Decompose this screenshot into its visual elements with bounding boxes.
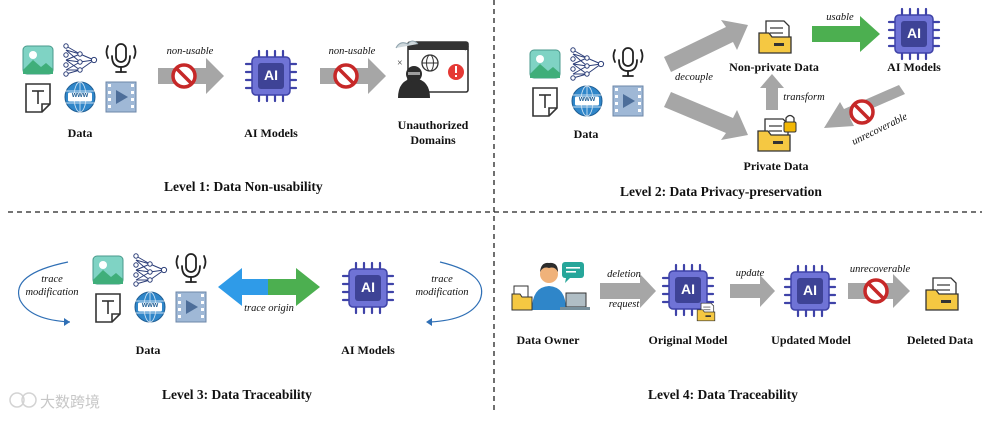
p1-unauth-label-1: Unauthorized (397, 118, 469, 132)
p3-trace-mod-left-1: trace (41, 274, 63, 285)
p4-unrecoverable-arrow (848, 274, 910, 308)
p3-models-label: AI Models (341, 343, 395, 357)
svg-text:×: × (464, 44, 470, 55)
p1-unauthorized-icon: × × (395, 40, 470, 98)
p2-models-label: AI Models (887, 60, 941, 74)
globe-www-text: www (578, 96, 596, 103)
p2-title: Level 2: Data Privacy-preservation (620, 184, 822, 199)
p4-deletion-arrow (600, 274, 656, 308)
chip-text: AI (803, 282, 817, 298)
p4-owner-icon (511, 262, 590, 311)
p2-unrecoverable-arrow (824, 85, 905, 128)
p4-update-label: update (735, 268, 765, 279)
p2-nonprivate-label: Non-private Data (729, 60, 819, 74)
p4-original-label: Original Model (648, 333, 728, 347)
p1-unauth-label-2: Domains (410, 133, 456, 147)
p3-data-icons (92, 253, 207, 323)
globe-www-text: www (71, 92, 89, 99)
p3-trace-origin-label: trace origin (244, 303, 294, 314)
p4-deletion-label-2: request (608, 299, 640, 310)
globe-www-text: www (141, 302, 159, 309)
p4-updated-label: Updated Model (771, 333, 851, 347)
p1-models-label: AI Models (244, 126, 298, 140)
p3-trace-mod-right-2: modification (415, 287, 469, 298)
p3-trace-mod-right-1: trace (431, 274, 453, 285)
p2-private-label: Private Data (743, 159, 809, 173)
p3-trace-mod-left-2: modification (25, 287, 79, 298)
chip-text: AI (681, 281, 695, 297)
p2-private-icon (757, 114, 797, 152)
p1-arrow1-label: non-usable (166, 46, 214, 57)
p2-nonprivate-icon (758, 20, 792, 54)
p2-data-icons (529, 47, 644, 117)
watermark-text: 大数跨境 (40, 393, 101, 411)
chip-text: AI (907, 25, 921, 41)
p4-owner-label: Data Owner (516, 333, 580, 347)
p3-right-curve (426, 261, 483, 326)
p3-left-curve (18, 261, 71, 326)
p1-title: Level 1: Data Non-usability (164, 179, 323, 194)
p2-usable-label: usable (826, 12, 854, 23)
p1-data-label: Data (67, 126, 93, 140)
p3-trace-arrows (218, 268, 320, 306)
p2-data-label: Data (573, 127, 599, 141)
p2-transform-arrow (760, 74, 784, 110)
p1-arrow-1 (158, 58, 224, 94)
p4-unrecoverable-label: unrecoverable (849, 264, 911, 275)
p4-deleted-icon (925, 277, 959, 311)
p1-arrow2-label: non-usable (328, 46, 376, 57)
p2-decouple-label: decouple (675, 72, 713, 83)
p3-data-label: Data (135, 343, 161, 357)
p1-arrow-2 (320, 58, 386, 94)
p4-update-arrow (730, 275, 775, 307)
p2-usable-arrow (812, 16, 880, 52)
p3-title: Level 3: Data Traceability (162, 387, 312, 402)
p4-deletion-label-1: deletion (607, 269, 641, 280)
svg-text:×: × (397, 58, 403, 69)
p2-transform-label: transform (783, 92, 825, 103)
p2-decouple-arrow-up (664, 20, 748, 72)
p1-data-icons (22, 43, 137, 113)
watermark-logo (9, 392, 37, 408)
chip-text: AI (361, 279, 375, 295)
p4-deleted-label: Deleted Data (906, 333, 974, 347)
chip-text: AI (264, 67, 278, 83)
p4-title: Level 4: Data Traceability (648, 387, 798, 402)
p2-decouple-arrow-down (664, 92, 748, 140)
